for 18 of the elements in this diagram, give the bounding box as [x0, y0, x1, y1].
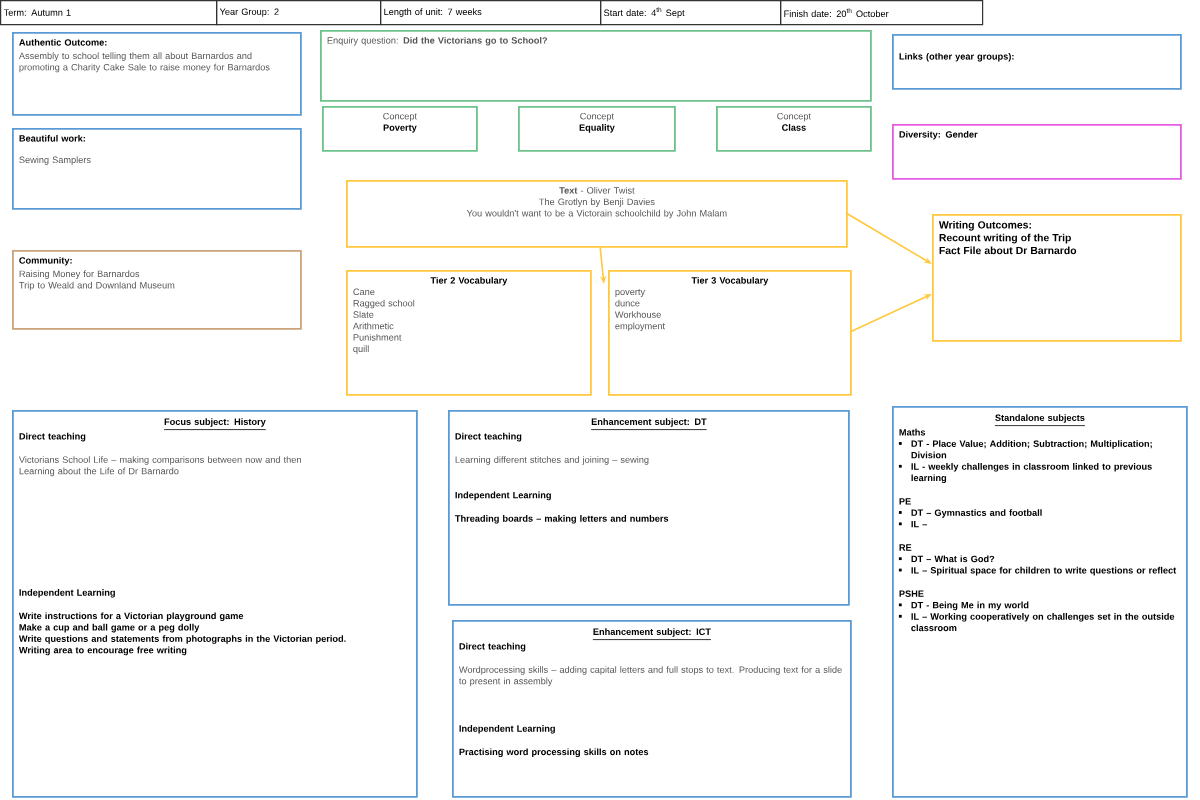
- arrow: [845, 212, 932, 264]
- text-box: [346, 270, 592, 396]
- text-box: [12, 128, 302, 210]
- text-box: [892, 34, 1182, 90]
- text-box: [716, 106, 872, 152]
- text-box: [12, 410, 418, 798]
- text-box: [12, 250, 302, 330]
- text-box: [448, 410, 850, 606]
- text-box: [12, 32, 302, 116]
- text-box: [932, 214, 1182, 342]
- text-box: [320, 30, 872, 102]
- text-box: [346, 180, 848, 248]
- text-box: [892, 124, 1182, 180]
- text-box: [518, 106, 676, 152]
- text-box: [322, 106, 478, 152]
- text-box: [608, 270, 852, 396]
- text-box: [452, 620, 852, 798]
- text-box: [892, 406, 1188, 798]
